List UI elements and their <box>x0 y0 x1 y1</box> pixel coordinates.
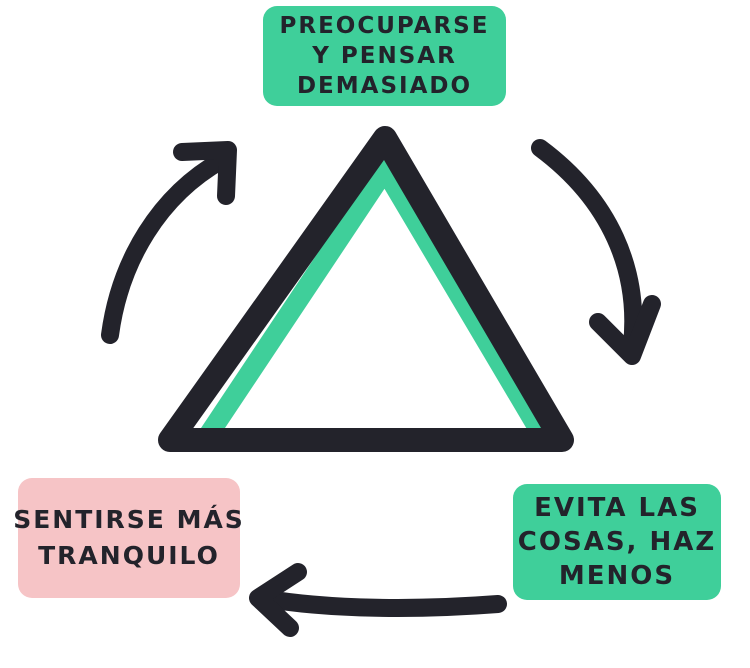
avoid-line-1: EVITA LAS <box>534 493 700 523</box>
avoid-line-2: COSAS, HAZ <box>517 527 717 557</box>
calm-box: SENTIRSE MÁS TRANQUILO <box>13 478 243 598</box>
cycle-arrow-icon <box>531 139 661 365</box>
calm-line-1: SENTIRSE MÁS <box>13 505 245 534</box>
triangle-outline <box>158 126 574 452</box>
worry-line-3: DEMASIADO <box>296 73 473 99</box>
cycle-arrow-icon <box>249 563 507 637</box>
worry-line-1: PREOCUPARSE <box>279 13 490 39</box>
avoid-line-3: MENOS <box>558 561 676 591</box>
worry-line-2: Y PENSAR <box>312 43 457 69</box>
cycle-arrow-icon <box>101 141 237 344</box>
calm-line-2: TRANQUILO <box>38 541 220 570</box>
avoid-box: EVITA LAS COSAS, HAZ MENOS <box>513 484 721 600</box>
worry-box: PREOCUPARSE Y PENSAR DEMASIADO <box>263 6 506 106</box>
